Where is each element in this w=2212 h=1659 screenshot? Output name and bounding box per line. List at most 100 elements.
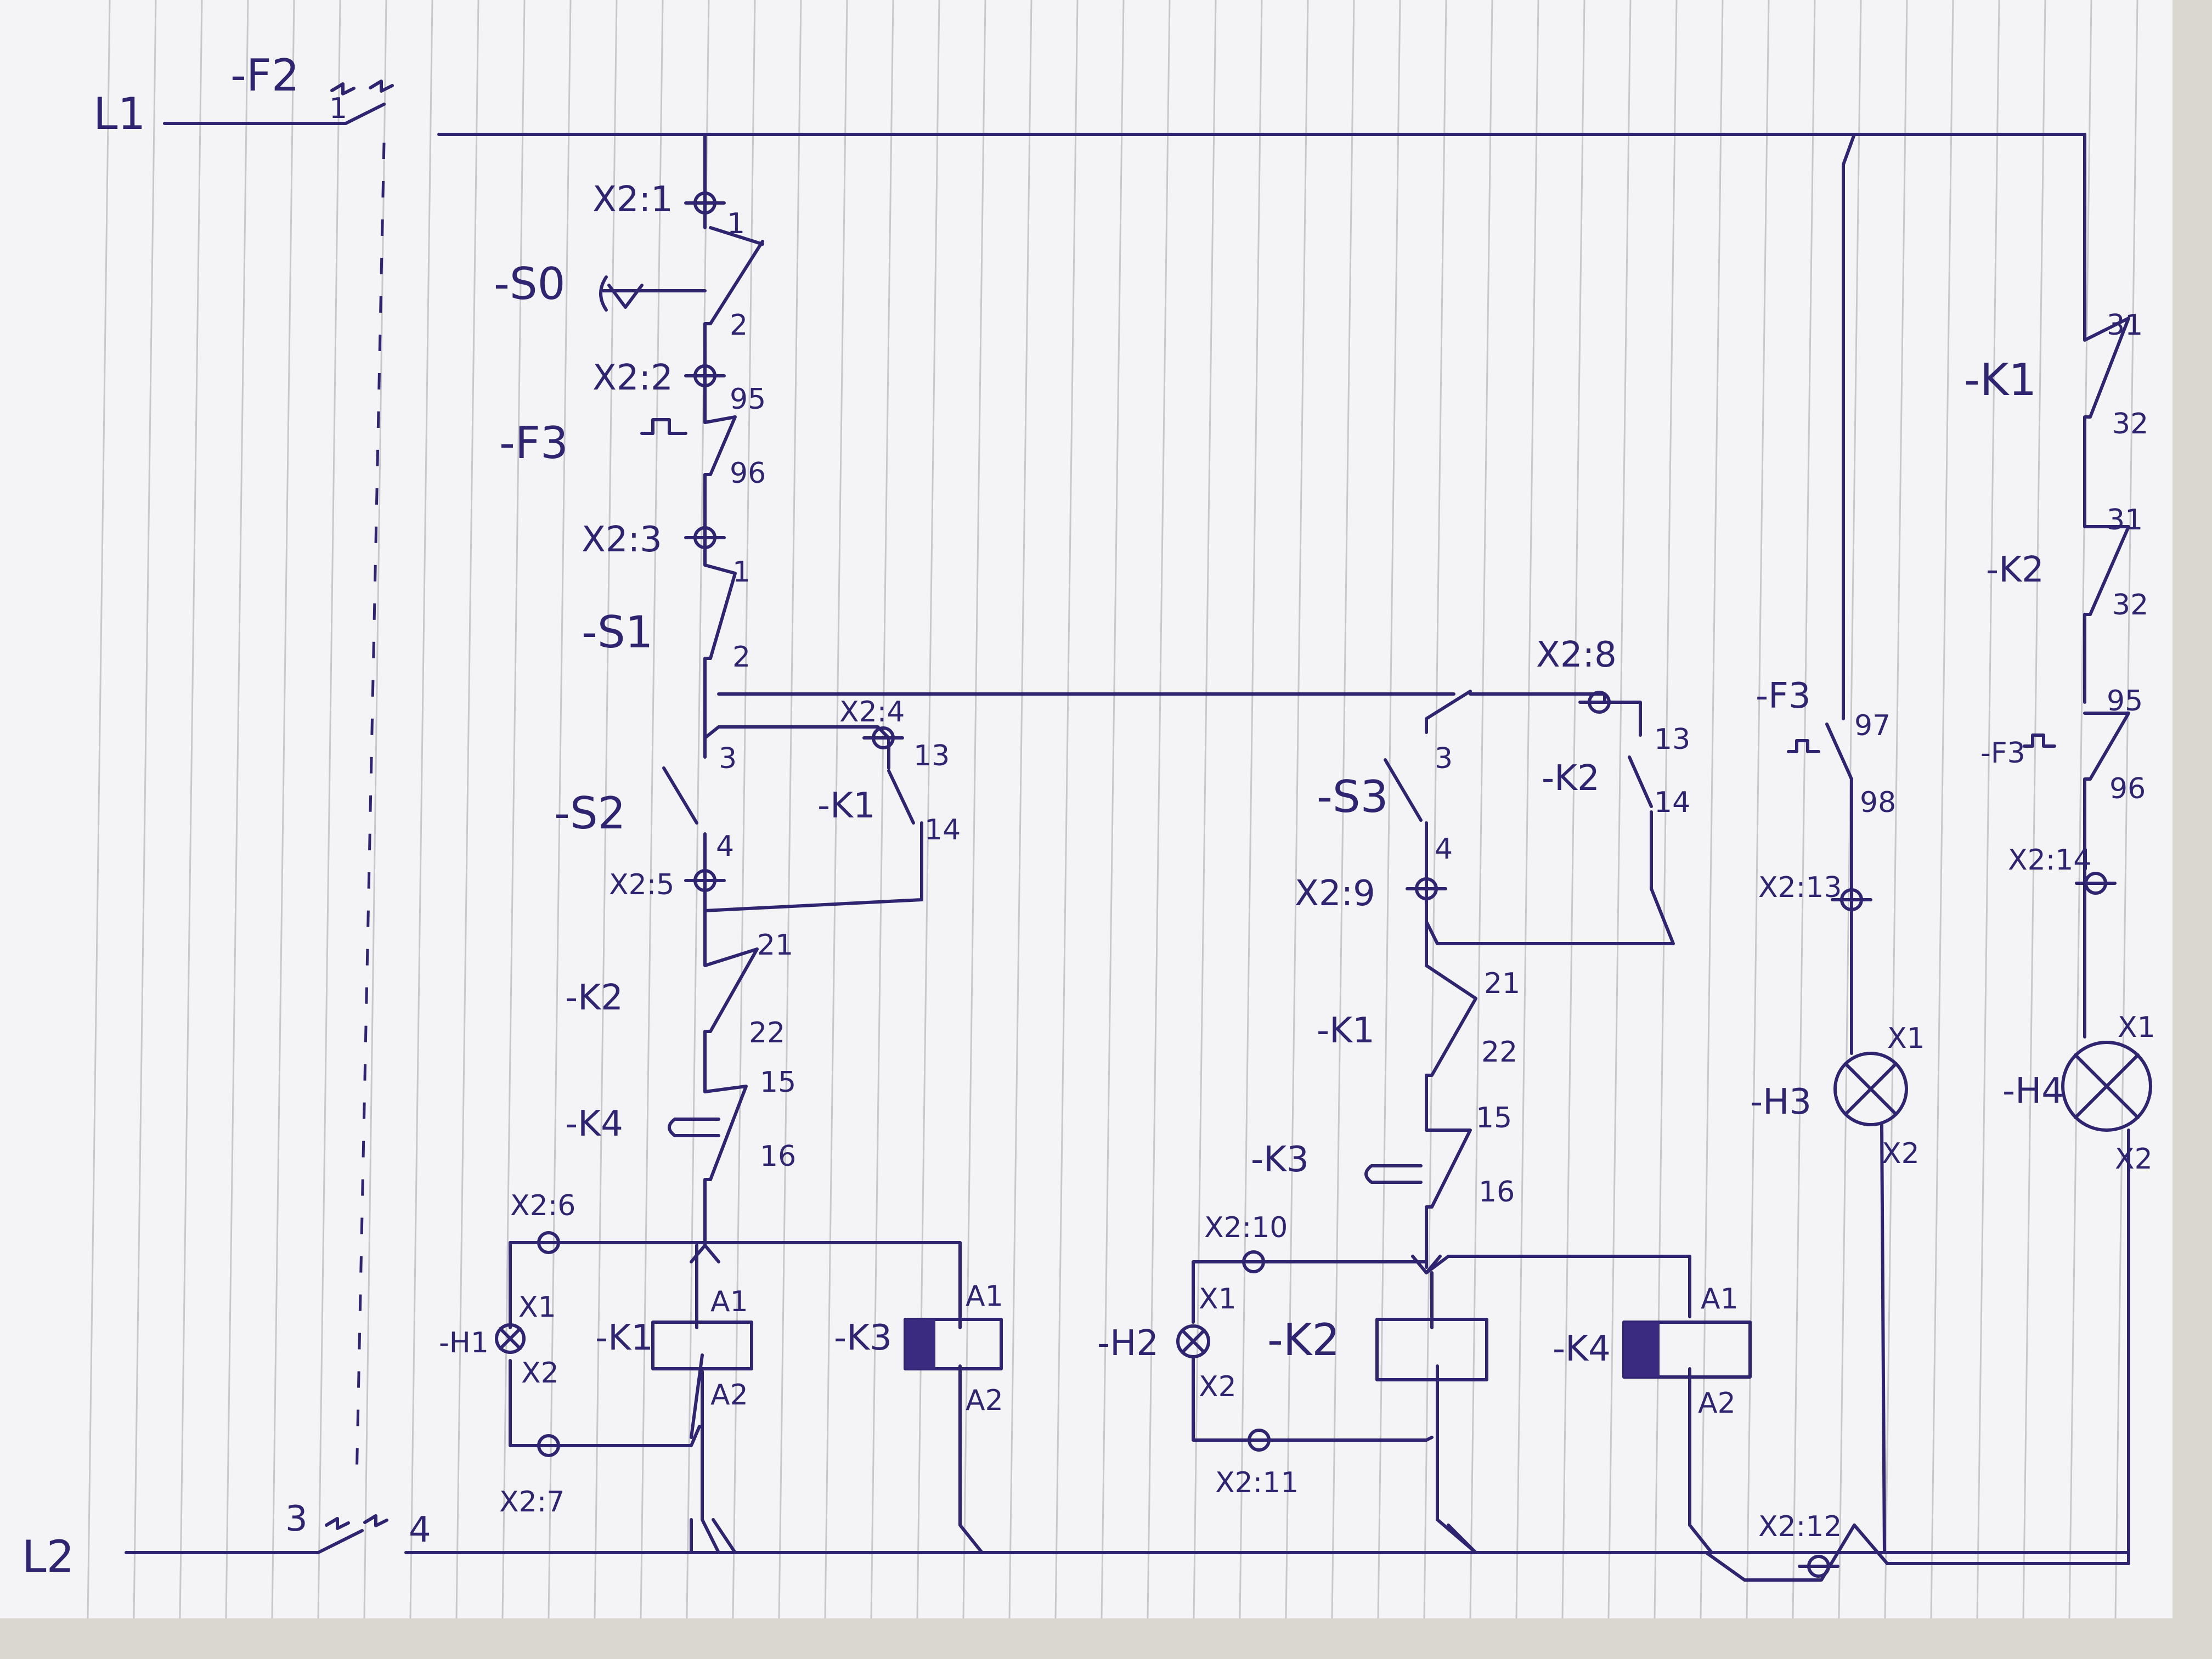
ruled-line — [1423, 0, 1447, 1619]
x2-8-label: X2:8 — [1536, 635, 1617, 675]
ruled-line — [1607, 0, 1632, 1619]
terminal-markers — [528, 191, 2117, 1578]
f3-label-h3: -F3 — [1756, 676, 1811, 716]
pin: 14 — [924, 814, 961, 847]
pin: X2 — [521, 1357, 559, 1390]
pin: 21 — [1484, 967, 1520, 1000]
pin: 3 — [1435, 742, 1453, 775]
k4-label-left: -K4 — [565, 1104, 623, 1144]
ruled-line — [1239, 0, 1263, 1619]
paper-sheet — [0, 0, 2172, 1618]
ruled-line — [1792, 0, 1816, 1619]
pin: 16 — [1479, 1176, 1515, 1209]
x2-10-label: X2:10 — [1204, 1211, 1288, 1244]
k3-coil-label: -K3 — [834, 1318, 892, 1358]
x2-14-label: X2:14 — [2008, 844, 2091, 877]
ruled-line — [824, 0, 848, 1619]
f2-pin-4: 4 — [409, 1510, 431, 1550]
ruled-line — [778, 0, 802, 1619]
s2-label: -S2 — [554, 788, 626, 839]
x2-5-label: X2:5 — [609, 868, 674, 901]
pin: 22 — [749, 1017, 785, 1049]
ruled-line — [225, 0, 249, 1619]
ruled-line — [686, 0, 710, 1619]
k3-coil-delay-marker — [905, 1319, 935, 1369]
pin: 98 — [1860, 786, 1896, 819]
pin: 95 — [730, 383, 766, 416]
ruled-line — [1101, 0, 1125, 1619]
x2-11-label: X2:11 — [1215, 1466, 1299, 1499]
f2-pin-3: 3 — [285, 1499, 308, 1539]
l2-label: L2 — [22, 1531, 74, 1582]
ruled-line — [962, 0, 986, 1619]
pin: X1 — [1199, 1283, 1237, 1316]
pin: X2 — [2115, 1143, 2153, 1176]
k1-coil-label: -K1 — [595, 1318, 653, 1358]
k2-no-label: -K2 — [1542, 758, 1600, 799]
ruled-line — [87, 0, 111, 1619]
ruled-line — [594, 0, 618, 1619]
k2-nc-label-right: -K2 — [1986, 550, 2044, 590]
pin: A2 — [710, 1379, 748, 1412]
ruled-line — [1193, 0, 1217, 1619]
ruled-line — [870, 0, 894, 1619]
h4-label: -H4 — [2002, 1071, 2064, 1111]
ruled-line — [1700, 0, 1724, 1619]
k4-coil-label: -K4 — [1553, 1329, 1611, 1369]
pin: 95 — [2107, 685, 2143, 718]
x2-6-label: X2:6 — [510, 1189, 575, 1222]
pin: 4 — [1435, 833, 1453, 866]
ruled-line — [1285, 0, 1309, 1619]
f2-label: -F2 — [230, 50, 300, 101]
pin: 3 — [719, 742, 737, 775]
k2-nc-label-left: -K2 — [565, 978, 623, 1018]
pin: 15 — [1476, 1102, 1512, 1135]
x2-9-label: X2:9 — [1295, 873, 1375, 914]
ruled-line — [1331, 0, 1355, 1619]
k1-nc-label-left: -K1 — [817, 786, 876, 826]
pin: A1 — [710, 1285, 748, 1318]
pin: 32 — [2112, 408, 2148, 441]
k4-coil-delay-marker — [1624, 1322, 1660, 1377]
ruled-line — [2114, 0, 2138, 1619]
ruled-line — [1976, 0, 2000, 1619]
pin: 96 — [730, 457, 766, 490]
s3-label: -S3 — [1317, 771, 1389, 822]
pin: X2 — [1199, 1370, 1237, 1403]
pin: 21 — [757, 929, 793, 962]
pin: 1 — [732, 556, 751, 589]
pin: X1 — [1887, 1022, 1925, 1055]
pin: 16 — [760, 1140, 796, 1173]
f2-pin-1: 1 — [329, 92, 347, 125]
pin: 96 — [2109, 772, 2146, 805]
ruled-line — [501, 0, 526, 1619]
x2-2-label: X2:2 — [592, 358, 673, 398]
x2-7-label: X2:7 — [499, 1486, 565, 1519]
pin: 31 — [2107, 504, 2143, 537]
pin: X1 — [518, 1291, 556, 1324]
k3-label-mid: -K3 — [1251, 1139, 1309, 1180]
h1-lamp — [495, 1323, 526, 1354]
ruled-line — [409, 0, 433, 1619]
pin: 13 — [1654, 723, 1690, 756]
h4-lamp — [2061, 1041, 2152, 1132]
s1-label: -S1 — [582, 607, 653, 658]
l1-label: L1 — [93, 88, 145, 139]
supply-lines — [125, 80, 2130, 1554]
pin: 31 — [2107, 309, 2143, 342]
h2-lamp — [1176, 1324, 1210, 1358]
pin: 15 — [760, 1066, 796, 1099]
ruled-line — [1515, 0, 1539, 1619]
pin: 13 — [913, 740, 950, 772]
ruled-line — [1930, 0, 1954, 1619]
h3-lamp — [1833, 1052, 1908, 1126]
pin: 22 — [1481, 1036, 1517, 1069]
ruled-lines — [87, 0, 2138, 1619]
pin: A1 — [1701, 1283, 1739, 1316]
pin: X2 — [1882, 1137, 1920, 1170]
ruled-line — [271, 0, 295, 1619]
ruled-line — [455, 0, 479, 1619]
ruled-line — [640, 0, 664, 1619]
f3-label-main: -F3 — [499, 417, 568, 469]
